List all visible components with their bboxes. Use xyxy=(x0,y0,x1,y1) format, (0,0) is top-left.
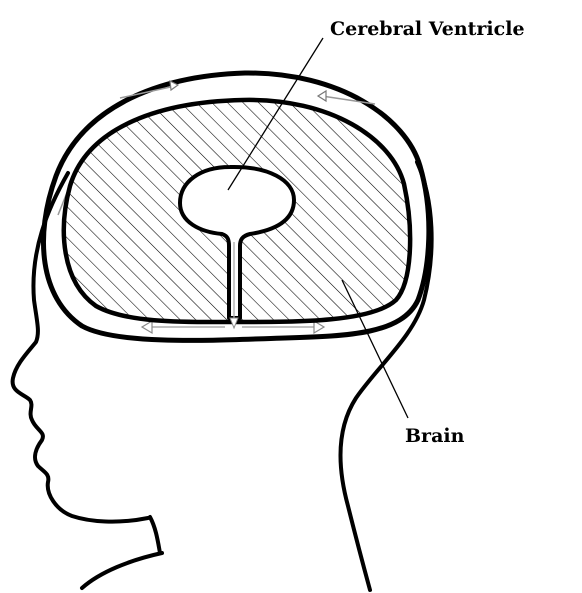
neck-front-line xyxy=(150,517,160,553)
shoulder-line xyxy=(82,553,162,588)
csf-arrowhead-top-right xyxy=(318,91,326,101)
csf-arrowhead-bottom-left xyxy=(142,321,152,333)
csf-arrowhead-bottom-right xyxy=(314,321,324,333)
csf-flow-arrow-top-right xyxy=(322,96,375,104)
ventricle-label: Cerebral Ventricle xyxy=(330,18,525,40)
brain-label: Brain xyxy=(405,425,465,447)
csf-flow-arrow-top-left xyxy=(120,86,175,98)
